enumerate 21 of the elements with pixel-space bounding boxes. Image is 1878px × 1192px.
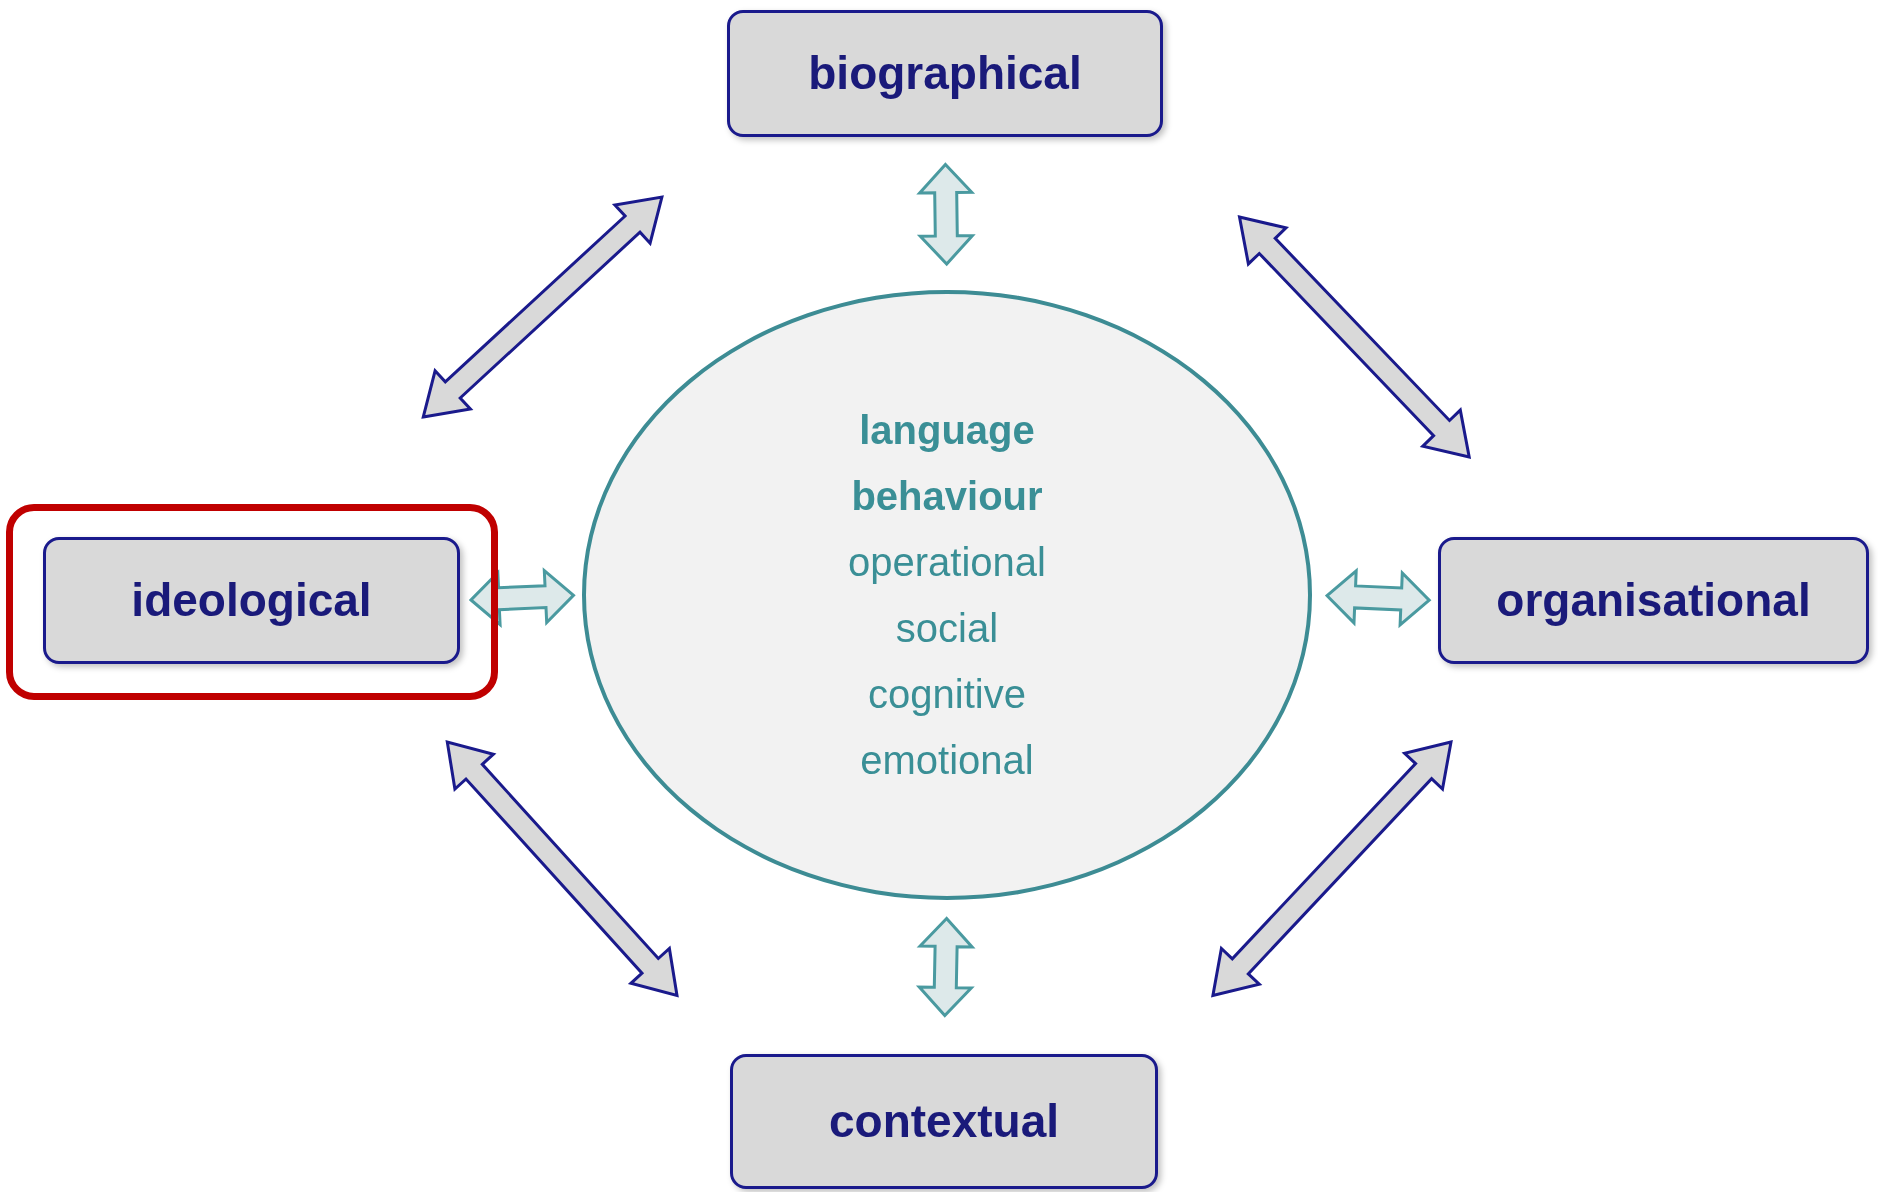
item-text: cognitive <box>868 671 1026 718</box>
item-text: social <box>895 605 999 652</box>
double-arrow <box>421 195 664 419</box>
item-text: emotional <box>860 737 1034 784</box>
double-arrow <box>1211 740 1453 998</box>
item-text: operational <box>848 539 1046 586</box>
double-arrow <box>915 916 976 1018</box>
double-arrow <box>1324 567 1432 629</box>
category-label: contextual <box>828 1094 1059 1149</box>
category-box <box>727 10 1163 137</box>
category-box <box>43 537 460 664</box>
category-label: ideological <box>131 573 372 628</box>
category-box <box>730 1054 1158 1189</box>
category-label: biographical <box>808 46 1082 101</box>
highlight-frame <box>6 504 498 700</box>
double-arrow <box>445 739 679 998</box>
category-label: organisational <box>1496 573 1811 628</box>
category-box <box>1438 537 1869 664</box>
double-arrow <box>468 567 576 629</box>
double-arrow <box>916 162 976 267</box>
double-arrow <box>1237 215 1472 459</box>
